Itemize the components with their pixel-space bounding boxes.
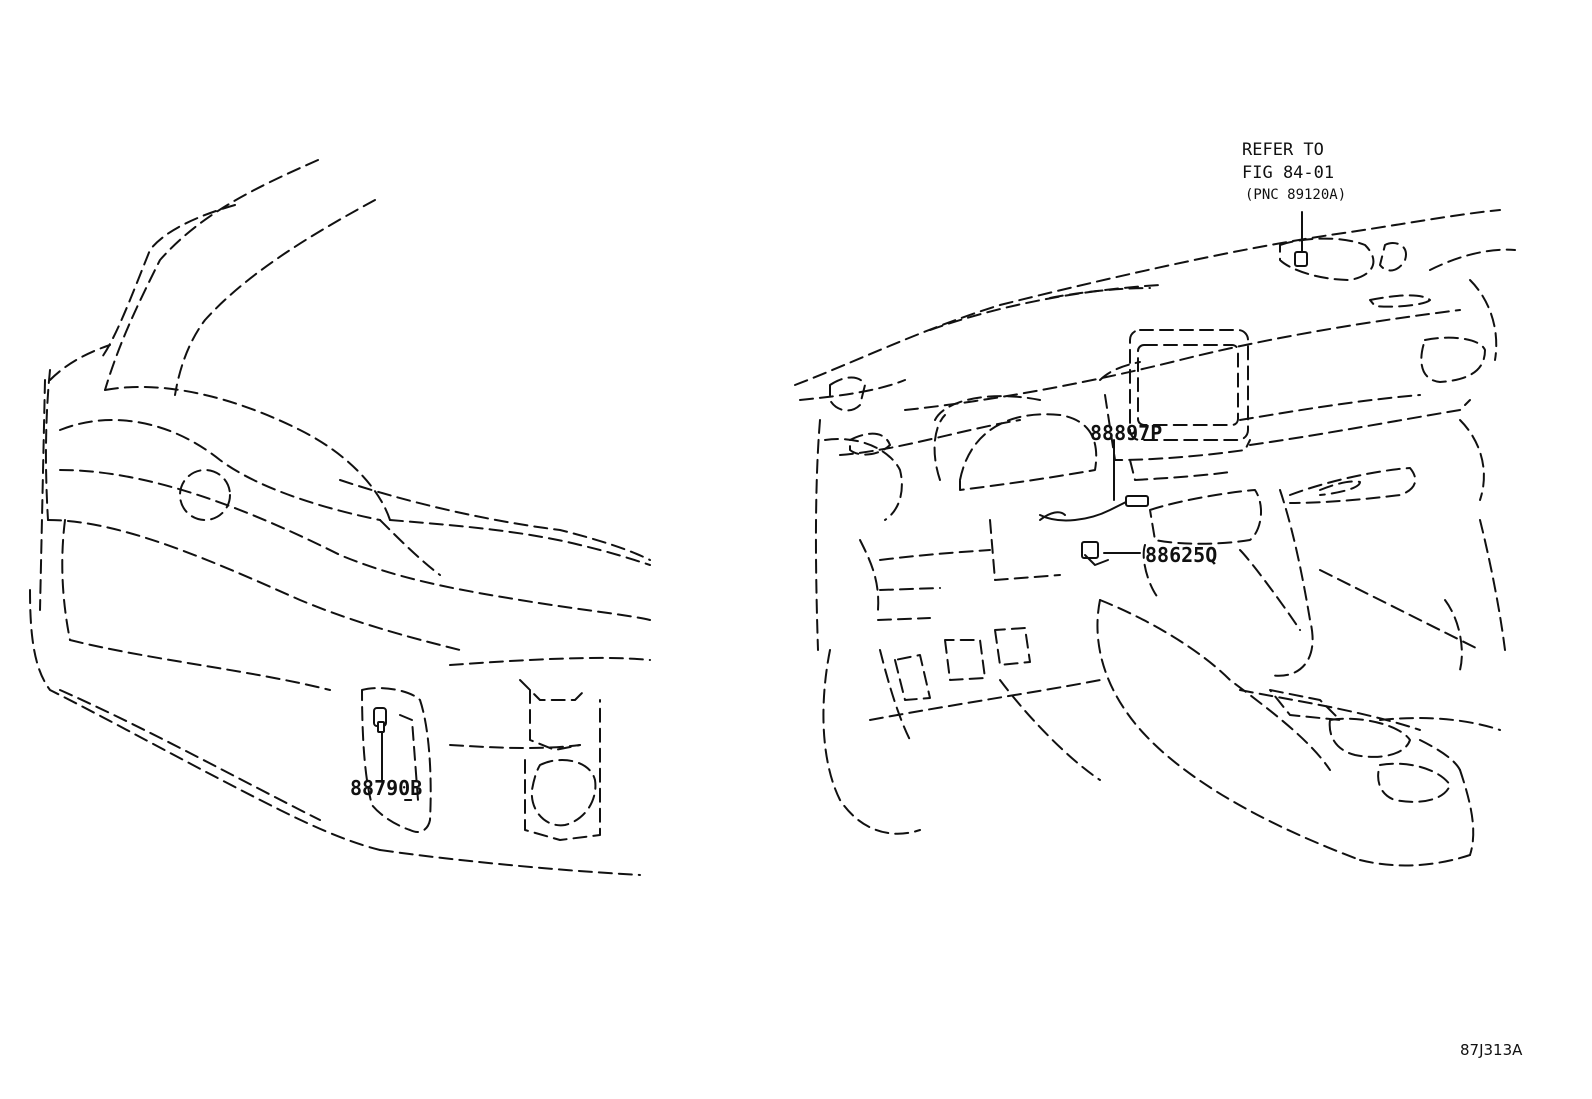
reference-line-3: (PNC 89120A) (1245, 187, 1346, 203)
callout-88625Q: 88625Q (1145, 543, 1217, 567)
part-89120A-shape (1294, 251, 1308, 267)
reference-line-2: FIG 84-01 (1242, 163, 1334, 183)
callout-88790B: 88790B (350, 776, 422, 800)
part-88897P-shape (1125, 495, 1149, 507)
figure-id: 87J313A (1460, 1041, 1523, 1059)
reference-line-1: REFER TO (1242, 140, 1324, 160)
front-bumper-drawing (29, 159, 651, 876)
callout-88897P: 88897P (1090, 421, 1162, 445)
part-88625Q-shape (1081, 541, 1099, 559)
dashboard-drawing (794, 209, 1516, 867)
wire-harness (1039, 499, 1131, 522)
